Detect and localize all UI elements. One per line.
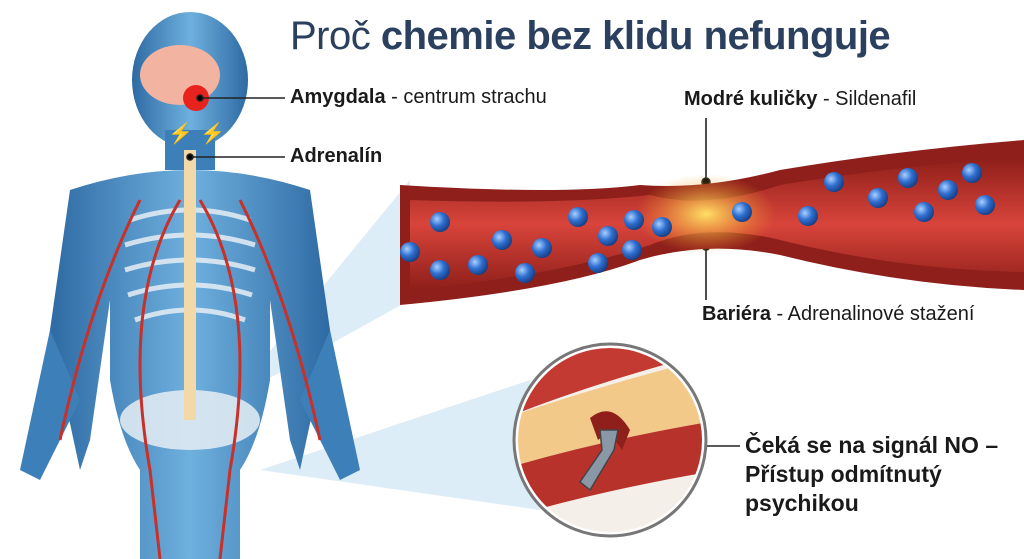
adrenalin-label-bold: Adrenalín [290,145,383,167]
sildenafil-label-rest: - Sildenafil [817,88,917,110]
sildenafil-label-bold: Modré kuličky [684,88,818,110]
amygdala-marker [183,85,209,111]
no-signal-line2: Přístup odmítnutý [745,461,942,487]
amygdala-label-bold: Amygdala [290,86,386,108]
svg-text:⚡: ⚡ [200,121,225,145]
amygdala-label-rest: - centrum strachu [385,86,547,108]
constriction-glow [636,174,776,254]
no-signal-line1: Čeká se na signál NO – [745,432,999,458]
sildenafil-molecules [400,163,995,283]
barrier-label: Bariéra - Adrenalinové stažení [702,303,974,326]
no-signal-line3: psychikou [745,490,859,516]
barrier-label-bold: Bariéra [702,303,771,325]
sildenafil-label: Modré kuličky - Sildenafil [684,88,916,111]
svg-text:⚡: ⚡ [168,121,193,145]
page-title: Proč chemie bez klidu nefunguje [290,14,891,59]
blood-vessel [400,140,1024,305]
zoom-beam-inset [260,380,540,510]
adrenalin-label: Adrenalín [290,145,382,168]
barrier-label-rest: - Adrenalinové stažení [770,303,975,325]
title-regular: Proč [290,14,371,58]
human-body: ⚡⚡ [20,12,360,559]
no-signal-label: Čeká se na signál NO – Přístup odmítnutý… [745,431,998,518]
title-bold: chemie bez klidu nefunguje [380,14,891,58]
receptor-inset [512,342,708,538]
amygdala-label: Amygdala - centrum strachu [290,86,547,109]
